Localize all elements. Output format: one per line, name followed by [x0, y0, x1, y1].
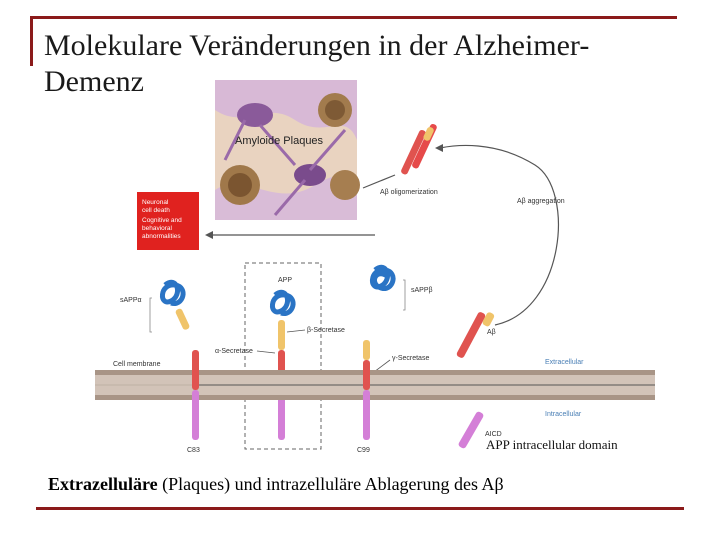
abeta-fragment: Aβ: [456, 312, 496, 358]
app-protein: [270, 289, 296, 440]
neuronal-line-2: cell death: [142, 207, 170, 214]
neuronal-line-3: Cognitive and: [142, 217, 182, 224]
c83-fragment: C83: [187, 350, 200, 454]
alpha-secretase-label: α-Secretase: [215, 348, 253, 355]
caption-rest: (Plaques) und intrazelluläre Ablagerung …: [157, 474, 504, 494]
title-frame-top: [30, 16, 677, 19]
gamma-secretase-label: γ-Secretase: [392, 355, 429, 362]
c99-label: C99: [357, 447, 370, 454]
extracellular-label: Extracellular: [545, 359, 584, 366]
sappb-fragment: sAPPβ: [370, 264, 433, 311]
aicd-fragment: AICD: [458, 411, 502, 449]
caption-bold: Extrazelluläre: [48, 474, 158, 494]
slide-caption: Extrazelluläre (Plaques) und intrazellul…: [48, 474, 504, 495]
abeta-label: Aβ: [487, 329, 496, 336]
cell-membrane-label: Cell membrane: [113, 361, 161, 368]
sappa-fragment: sAPPα: [120, 279, 190, 333]
aicd-description: APP intracellular domain: [486, 437, 618, 452]
c83-label: C83: [187, 447, 200, 454]
aggregation-label: Aβ aggregation: [517, 198, 565, 205]
title-frame-left: [30, 16, 33, 66]
alzheimer-app-processing-diagram: Amyloide Plaques Neuronal cell death Cog…: [95, 80, 655, 454]
bottom-rule: [36, 507, 684, 510]
beta-secretase-label: β-Secretase: [307, 327, 345, 334]
c99-fragment: C99: [357, 340, 370, 454]
cell-membrane: Cell membrane Extracellular Intracellula…: [95, 359, 655, 418]
neuronal-line-1: Neuronal: [142, 199, 169, 206]
aicd-label: AICD: [485, 431, 502, 438]
neuronal-line-4: behavioral: [142, 225, 173, 232]
amyloid-plaques-label: Amyloide Plaques: [235, 135, 324, 147]
amyloid-plaques-micrograph: Amyloide Plaques: [215, 80, 360, 220]
abeta-oligomer: Aβ oligomerization: [380, 123, 438, 196]
slide-title: Molekulare Veränderungen in der Alzheime…: [44, 29, 590, 98]
app-label: APP: [278, 277, 292, 284]
sappb-label: sAPPβ: [411, 287, 433, 294]
app-dashed-frame: [244, 262, 322, 450]
aggregation-cycle-arrows: [205, 144, 559, 326]
intracellular-label: Intracellular: [545, 411, 582, 418]
oligomerization-label: Aβ oligomerization: [380, 189, 438, 196]
sappa-label: sAPPα: [120, 297, 142, 304]
neuronal-death-box: Neuronal cell death Cognitive and behavi…: [137, 192, 199, 250]
neuronal-line-5: abnormalities: [142, 233, 181, 240]
